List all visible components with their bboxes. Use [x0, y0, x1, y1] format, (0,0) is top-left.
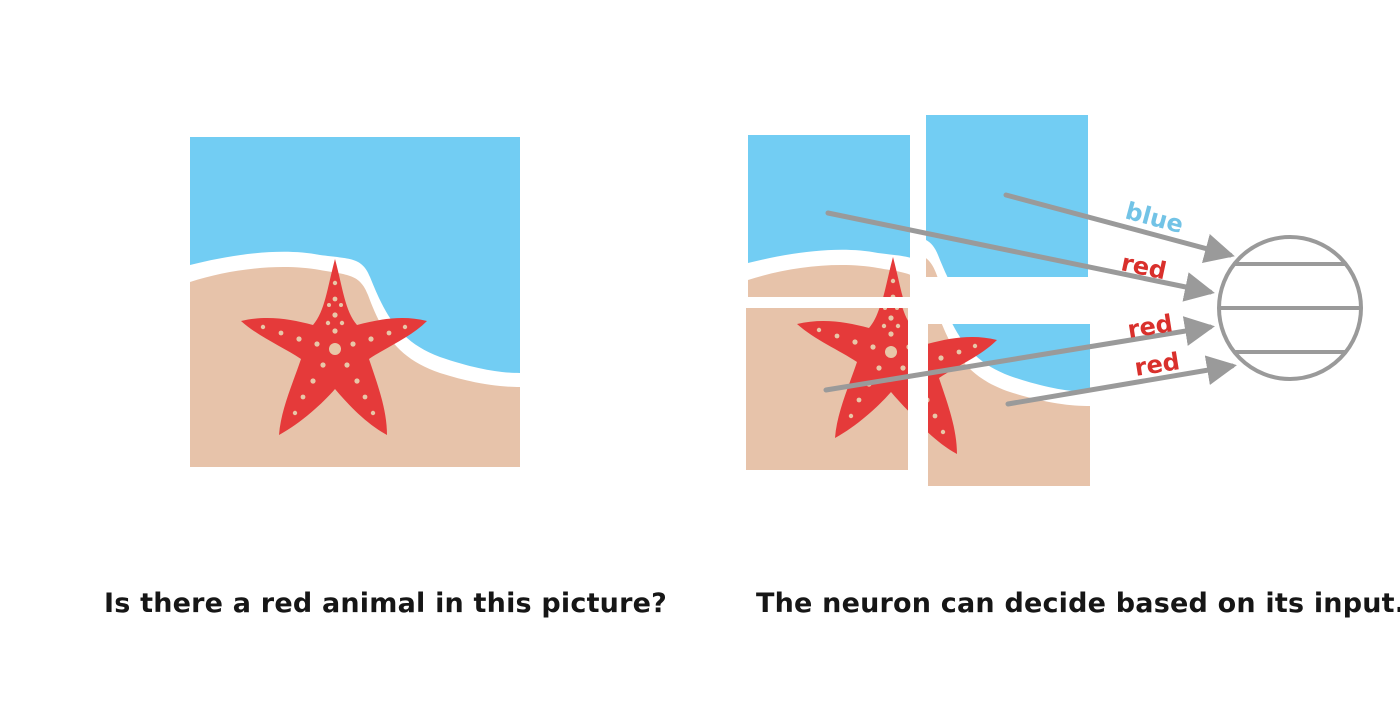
arrow-label-red: red: [1119, 248, 1169, 285]
arrow-2: [825, 210, 1215, 302]
arrow-label-red: red: [1126, 309, 1175, 344]
explanation-caption: The neuron can decide based on its input…: [756, 588, 1400, 619]
arrow-label-red: red: [1133, 347, 1182, 382]
arrow-4: [1005, 355, 1237, 407]
arrow-3: [823, 316, 1215, 393]
neuron-icon: [1217, 235, 1363, 381]
question-caption: Is there a red animal in this picture?: [104, 588, 667, 619]
arrows: [823, 192, 1237, 407]
starfish-icon: [190, 137, 520, 467]
arrow-1: [1003, 192, 1235, 264]
beach-picture: [190, 137, 520, 467]
